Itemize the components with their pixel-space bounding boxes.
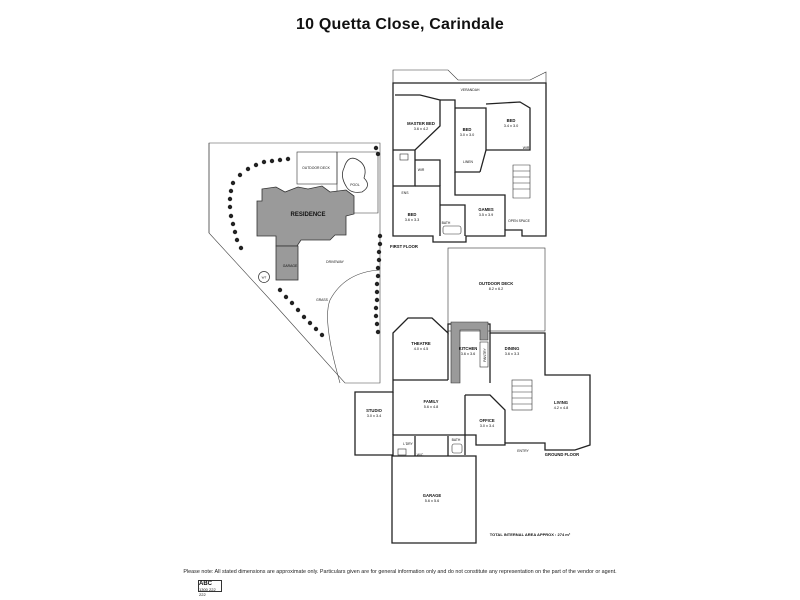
living-label: LIVING <box>554 400 568 405</box>
garage-dims: 5.6 x 5.6 <box>425 499 440 503</box>
site-outdoor-deck-label: OUTDOOR DECK <box>302 166 330 170</box>
wir-label: WIR <box>418 168 425 172</box>
logo-phone: 1300 222 222 <box>199 587 216 597</box>
first-floor-walls <box>392 82 547 243</box>
tree-markers <box>227 145 383 338</box>
pool-shape <box>342 157 368 193</box>
studio-dims: 3.0 x 3.4 <box>367 414 382 418</box>
family-dims: 5.6 x 4.8 <box>424 405 439 409</box>
pantry-unit <box>479 341 489 368</box>
linen-label: LINEN <box>463 160 474 164</box>
garage-label: GARAGE <box>423 493 442 498</box>
kitchen-bench <box>450 321 489 384</box>
laundry-tub <box>397 448 407 456</box>
verandah-label: VERANDAH <box>461 88 480 92</box>
logo-name: ABC <box>199 581 212 587</box>
bed4-label: BED <box>408 212 417 217</box>
residence-label: RESIDENCE <box>290 212 325 218</box>
kitchen-dims: 3.6 x 3.6 <box>461 352 476 356</box>
kitchen-label: KITCHEN <box>459 346 478 351</box>
wir2-label: WIR <box>523 146 530 150</box>
first-floor-plan: VERANDAH MASTER BED 3.6 x 4.2 BED 3.0 x … <box>390 69 547 249</box>
residence-footprint <box>256 185 355 247</box>
outdoor-deck-dims: 8.2 x 6.2 <box>489 287 504 291</box>
ground-stairs <box>511 379 533 411</box>
studio-label: STUDIO <box>366 408 383 413</box>
bath-tub <box>442 225 462 235</box>
first-floor-label: FIRST FLOOR <box>390 244 418 249</box>
grass-label: GRASS <box>316 298 329 302</box>
bed4-dims: 3.6 x 3.3 <box>405 218 420 222</box>
ens-label: ENS <box>402 191 410 195</box>
wc-label: W/C <box>417 453 424 457</box>
dining-label: DINING <box>505 346 520 351</box>
disclaimer-text: Please note: All stated dimensions are a… <box>183 569 617 575</box>
outdoor-deck-outline-ground <box>447 247 546 332</box>
entry-label: ENTRY <box>517 449 529 453</box>
games-dims: 3.5 x 3.9 <box>479 213 494 217</box>
bed2-label: BED <box>463 127 472 132</box>
theatre-label: THEATRE <box>411 341 431 346</box>
total-area-label: TOTAL INTERNAL AREA APPROX : 274 m² <box>490 532 571 537</box>
first-floor-stairs <box>512 164 531 199</box>
pantry-label: PANTRY <box>483 348 487 362</box>
open-space-label: OPEN SPACE <box>508 219 531 223</box>
verandah-outline <box>392 69 547 83</box>
office-dims: 3.0 x 3.4 <box>480 424 495 428</box>
ground-floor-plan: OUTDOOR DECK 8.2 x 6.2 THEATRE 4.0 x 4.5… <box>354 247 591 544</box>
family-label: FAMILY <box>424 399 439 404</box>
games-label: GAMES <box>478 207 494 212</box>
ground-bath-fixture <box>451 443 463 454</box>
water-tank <box>258 271 270 283</box>
bed2-dims: 3.0 x 3.0 <box>460 133 475 137</box>
laundry-label: L'DRY <box>403 442 413 446</box>
driveway-label: DRIVEWAY <box>326 260 344 264</box>
site-garage-label: GARAGE <box>283 264 298 268</box>
site-garage <box>275 245 299 281</box>
water-tank-label: WT <box>262 276 267 280</box>
master-bed-dims: 3.6 x 4.2 <box>414 127 429 131</box>
office-label: OFFICE <box>479 418 495 423</box>
ground-floor-walls <box>354 317 591 456</box>
outdoor-deck-label: OUTDOOR DECK <box>479 281 513 286</box>
site-plan: RESIDENCE OUTDOOR DECK POOL GARAGE DRIVE… <box>208 142 383 384</box>
ensuite-vanity <box>399 153 409 161</box>
ground-floor-label: GROUND FLOOR <box>545 452 579 457</box>
bed3-label: BED <box>507 118 516 123</box>
pool-label: POOL <box>350 183 360 187</box>
first-bath-label: BATH <box>442 221 451 225</box>
dining-dims: 3.6 x 3.3 <box>505 352 520 356</box>
ground-bath-label: BATH <box>452 438 461 442</box>
living-dims: 4.2 x 4.8 <box>554 406 569 410</box>
bed3-dims: 3.4 x 3.0 <box>504 124 519 128</box>
theatre-dims: 4.0 x 4.5 <box>414 347 429 351</box>
driveway-edge <box>327 269 381 384</box>
agency-logo: ABC 1300 222 222 <box>198 580 222 597</box>
master-bed-label: MASTER BED <box>407 121 435 126</box>
page-title: 10 Quetta Close, Carindale <box>296 16 504 33</box>
